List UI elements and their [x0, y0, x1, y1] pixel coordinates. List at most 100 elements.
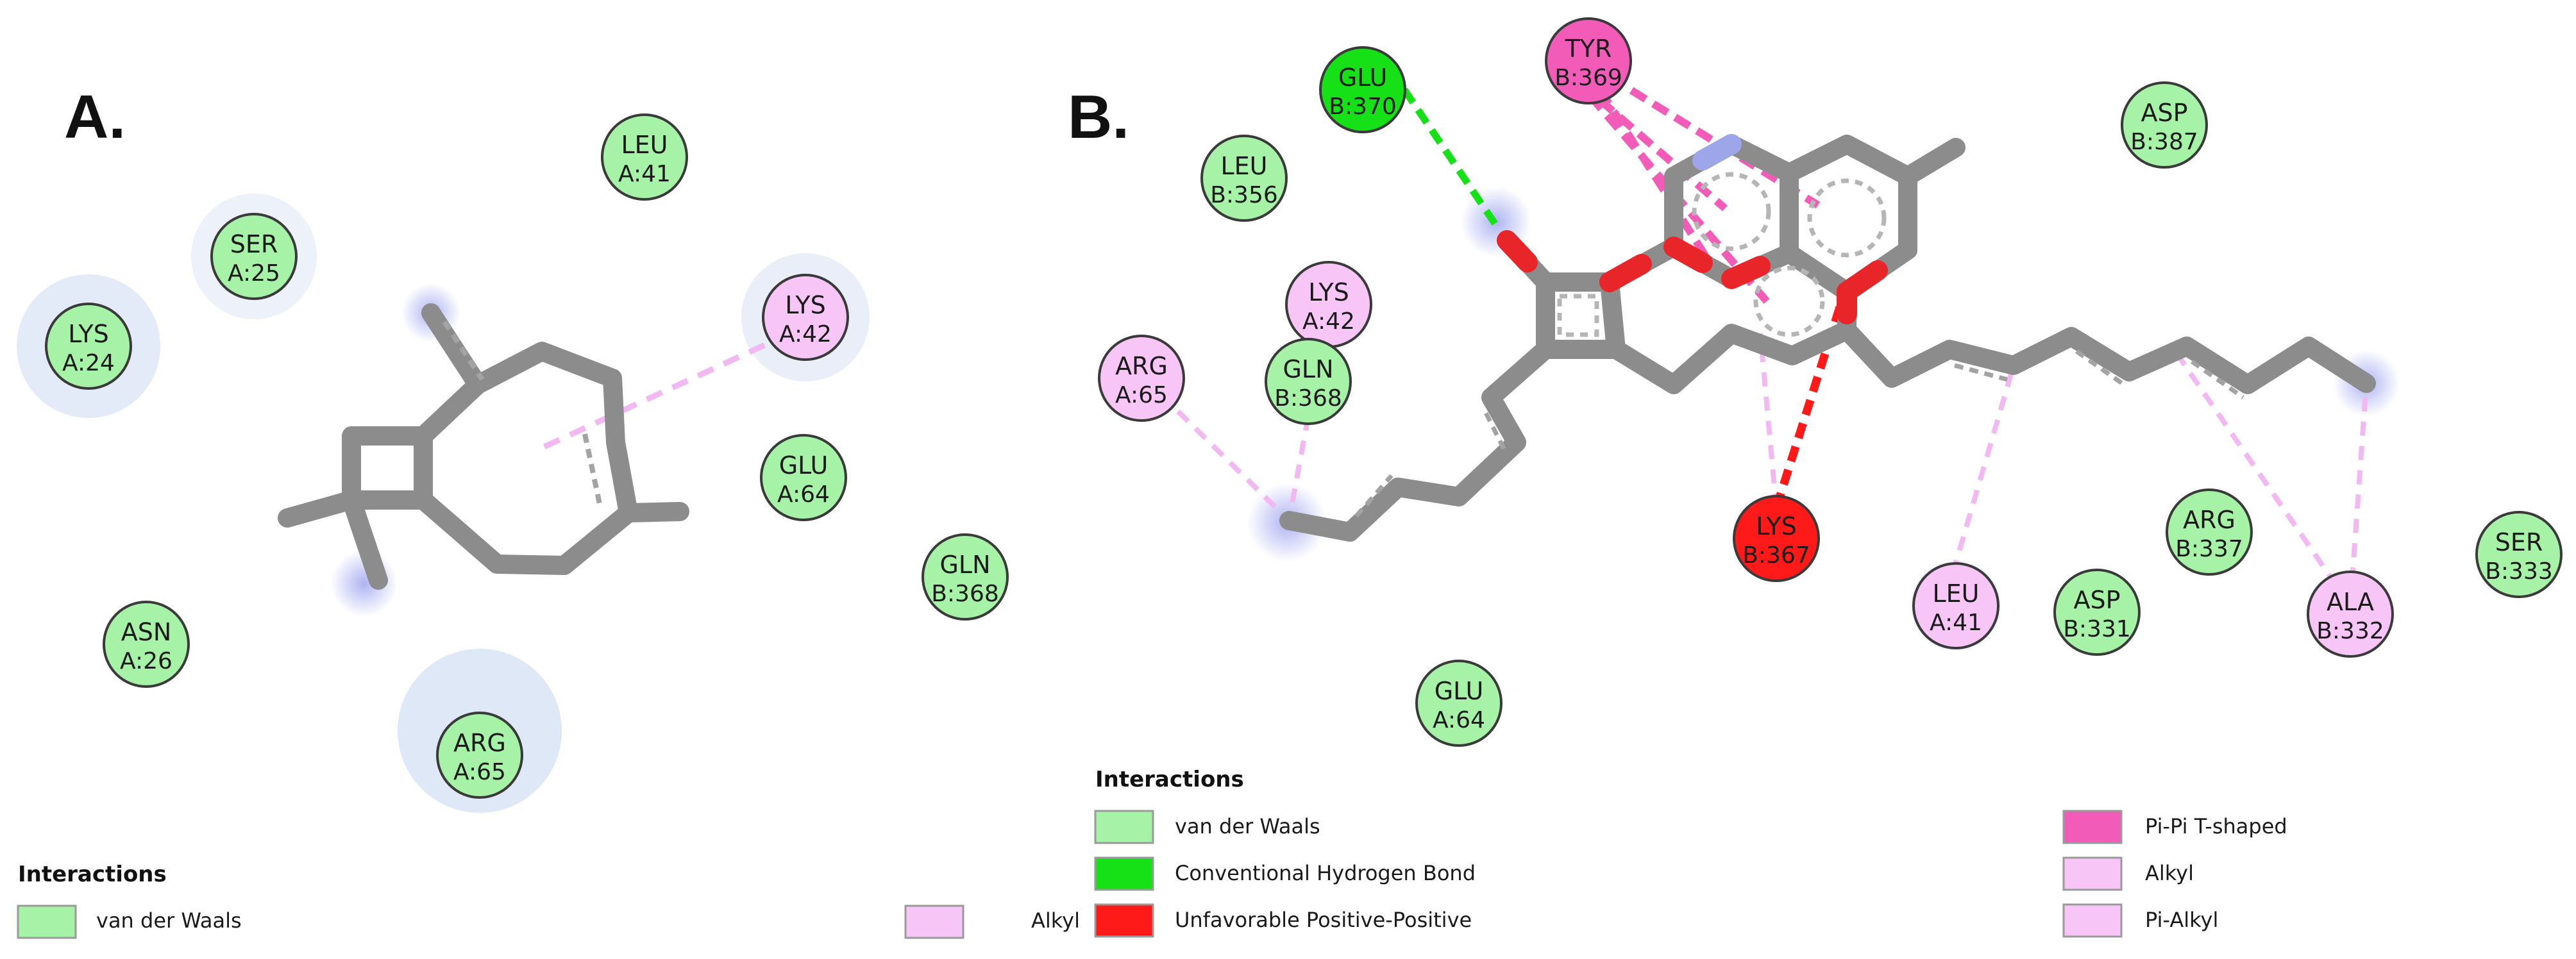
residue-circle — [601, 113, 688, 201]
residue-name: SER — [230, 230, 278, 258]
residue-circle — [1319, 46, 1406, 133]
residue-id: A:41 — [1930, 610, 1982, 636]
residue-id: B:370 — [1329, 94, 1397, 120]
residue-name: LEU — [1221, 152, 1268, 180]
residue-name: LYS — [68, 320, 108, 348]
legend-label: Unfavorable Positive-Positive — [1175, 908, 1472, 932]
hbond-line-glu-b370 — [1401, 87, 1499, 227]
residue-id: A:42 — [1302, 308, 1355, 335]
residue-name: LEU — [621, 131, 668, 159]
legend-label: Pi-Alkyl — [2145, 908, 2218, 932]
residue-circle — [2307, 571, 2394, 658]
residue-circle — [922, 533, 1009, 621]
residue-name: GLN — [939, 551, 990, 579]
residue-id: B:331 — [2063, 616, 2131, 642]
pialkyl-line-lys-b367 — [1758, 333, 1779, 508]
residue-circle — [45, 303, 132, 390]
ligand-a-methyl-3 — [619, 502, 689, 522]
residue-name: TYR — [1565, 35, 1612, 63]
residue-id: B:369 — [1554, 65, 1622, 91]
residue-id: A:64 — [1433, 707, 1485, 733]
residue-circle — [436, 712, 523, 799]
residue-id: B:332 — [2316, 618, 2384, 644]
ligand-b-double-bonds — [1354, 349, 2245, 518]
residue-circle — [1265, 338, 1352, 425]
residue-circle — [1912, 562, 1999, 649]
panel-a-halos — [17, 194, 870, 813]
panel-b-halos — [1247, 187, 2400, 651]
legend-swatch — [904, 905, 964, 939]
residue-circle — [1415, 660, 1503, 747]
residue-name: GLU — [779, 451, 829, 479]
panel-a-label: A. — [64, 83, 126, 151]
alkyl-line-lys-a42 — [539, 330, 791, 452]
legend-label: Alkyl — [1031, 908, 1080, 933]
residue-circle — [210, 213, 298, 300]
legend-swatch — [2062, 903, 2123, 938]
ligand-a-methyl-1 — [278, 490, 361, 528]
residue-name: ALA — [2327, 588, 2374, 616]
legend-label: Pi-Pi T-shaped — [2145, 814, 2287, 838]
legend-swatch — [1094, 856, 1154, 891]
residue-id: A:42 — [779, 321, 832, 347]
legend-swatch — [2062, 810, 2123, 844]
legend-swatch — [1094, 903, 1154, 938]
residue-name: ARG — [453, 729, 506, 757]
residue-layer: LEUA:41SERA:25LYSA:24LYSA:42GLUA:64GLNB:… — [45, 17, 2563, 799]
residue-id: B:368 — [931, 581, 999, 607]
residue-circle — [2166, 488, 2253, 576]
residue-circle — [1733, 495, 1820, 582]
legend-b-item-alkyl: Alkyl — [2062, 856, 2194, 891]
residue-circle — [2053, 569, 2141, 656]
residue-name: LYS — [1308, 278, 1349, 306]
residue-name: SER — [2495, 528, 2543, 556]
residue-id: B:368 — [1274, 385, 1342, 412]
alkyl-line-leu-a41 — [1950, 364, 2016, 575]
legend-b-item-pialkyl: Pi-Alkyl — [2062, 903, 2218, 938]
ligand-b — [1279, 134, 2376, 542]
residue-id: A:65 — [453, 759, 506, 785]
panel-a: A. — [17, 83, 870, 813]
legend-b: Interactions van der Waals Conventional … — [1094, 767, 2287, 938]
residue-name: GLU — [1338, 63, 1388, 92]
legend-swatch — [2062, 856, 2123, 891]
residue-id: B:387 — [2130, 129, 2198, 155]
ligand-a-ring — [414, 303, 638, 575]
legend-b-title: Interactions — [1095, 767, 1244, 792]
residue-name: LEU — [1933, 580, 1980, 608]
residue-name: ASN — [121, 618, 172, 646]
residue-id: B:356 — [1210, 182, 1278, 208]
ligand-b-chain-right — [1837, 321, 2376, 394]
residue-id: A:25 — [228, 260, 280, 287]
panel-b-label: B. — [1068, 83, 1129, 151]
unfavorable-line-lys-b367 — [1772, 294, 1848, 509]
residue-circle — [762, 274, 849, 361]
residue-id: A:41 — [618, 161, 671, 187]
residue-circle — [1200, 135, 1288, 222]
ligand-a-double-bonds — [442, 320, 602, 505]
residue-circle — [103, 601, 190, 688]
residue-circle — [760, 434, 847, 521]
residue-circle — [2121, 81, 2208, 169]
residue-name: ARG — [2183, 506, 2235, 534]
legend-a-title: Interactions — [18, 862, 167, 887]
residue-name: LYS — [785, 291, 825, 319]
residue-name: GLU — [1435, 677, 1484, 705]
panel-b: B. — [1068, 73, 2400, 651]
residue-circle — [1545, 17, 1632, 104]
